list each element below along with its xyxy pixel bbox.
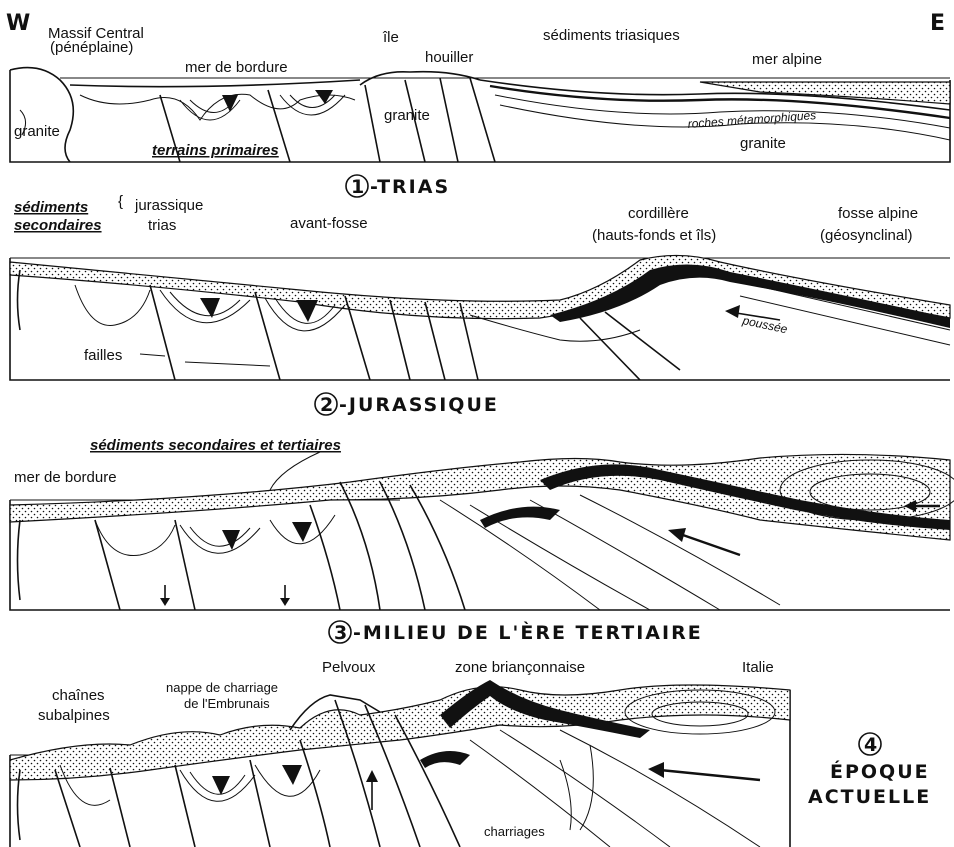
panel4-thrust-arrow <box>648 762 664 778</box>
label-poussee: poussée <box>740 313 789 336</box>
panel1-fold-core-2 <box>315 90 333 104</box>
label-italie: Italie <box>742 659 774 676</box>
label-mer-de-bordure-3: mer de bordure <box>14 469 117 486</box>
label-peneplaine: (pénéplaine) <box>50 39 133 56</box>
label-cordillere: cordillère <box>628 205 689 222</box>
label-geosynclinal: (géosynclinal) <box>820 227 913 244</box>
panel4-title-line1: ÉPOQUE <box>830 760 930 783</box>
label-subalpines: subalpines <box>38 707 110 724</box>
panel-jurassique: sédiments secondaires { jurassique trias… <box>10 193 950 416</box>
secondary-tertiary-sediments <box>10 454 950 540</box>
label-sediments: sédiments <box>14 199 88 216</box>
label-granite-east: granite <box>740 135 786 152</box>
label-mer-de-bordure: mer de bordure <box>185 59 288 76</box>
subsidence-arrow-1 <box>160 598 170 606</box>
brace-symbol: { <box>118 193 123 210</box>
panel3-number: 3 <box>334 622 349 644</box>
panel-trias: Massif Central (pénéplaine) granite mer … <box>10 25 950 198</box>
uplift-arrow-head <box>366 770 378 782</box>
subsidence-arrow-2 <box>280 598 290 606</box>
panel2-number: 2 <box>320 394 335 416</box>
label-houiller: houiller <box>425 49 473 66</box>
panel-tertiaire: sédiments secondaires et tertiaires mer … <box>10 437 954 644</box>
east-label: E <box>930 11 945 36</box>
label-granite-west: granite <box>14 123 60 140</box>
label-granite-mid: granite <box>384 107 430 124</box>
label-sediments-triasiques: sédiments triasiques <box>543 27 680 44</box>
label-terrains-primaires: terrains primaires <box>152 142 279 159</box>
massif-central-outline <box>10 68 73 162</box>
west-label: W <box>6 11 30 36</box>
panel4-title-line2: ACTUELLE <box>808 786 931 808</box>
thrust-arrow <box>668 528 686 542</box>
label-charriages: charriages <box>484 824 545 839</box>
label-embrunais: de l'Embrunais <box>184 696 270 711</box>
label-jurassique-legend: jurassique <box>134 197 203 214</box>
label-fosse-alpine: fosse alpine <box>838 205 918 222</box>
panel2-title: -JURASSIQUE <box>339 394 499 416</box>
label-avant-fosse: avant-fosse <box>290 215 368 232</box>
label-roches-metamorphiques: roches métamorphiques <box>687 108 816 131</box>
panel4-number: 4 <box>864 734 879 756</box>
label-secondaires: secondaires <box>14 217 102 234</box>
label-chaines: chaînes <box>52 687 105 704</box>
label-zone-brianconnaise: zone briançonnaise <box>455 659 585 676</box>
label-mer-alpine: mer alpine <box>752 51 822 68</box>
label-nappe-de-charriage: nappe de charriage <box>166 680 278 695</box>
label-pelvoux: Pelvoux <box>322 659 376 676</box>
label-ile: île <box>382 29 399 46</box>
panel3-title: -MILIEU DE L'ÈRE TERTIAIRE <box>353 621 703 644</box>
panel1-title: -TRIAS <box>370 176 450 198</box>
label-failles: failles <box>84 347 122 364</box>
label-sediments-secondaires-tertiaires: sédiments secondaires et tertiaires <box>90 437 341 454</box>
panel-epoque-actuelle: chaînes subalpines nappe de charriage de… <box>10 659 931 847</box>
panel1-number: 1 <box>351 176 366 198</box>
label-trias-legend: trias <box>148 217 176 234</box>
label-hauts-fonds: (hauts-fonds et îls) <box>592 227 716 244</box>
